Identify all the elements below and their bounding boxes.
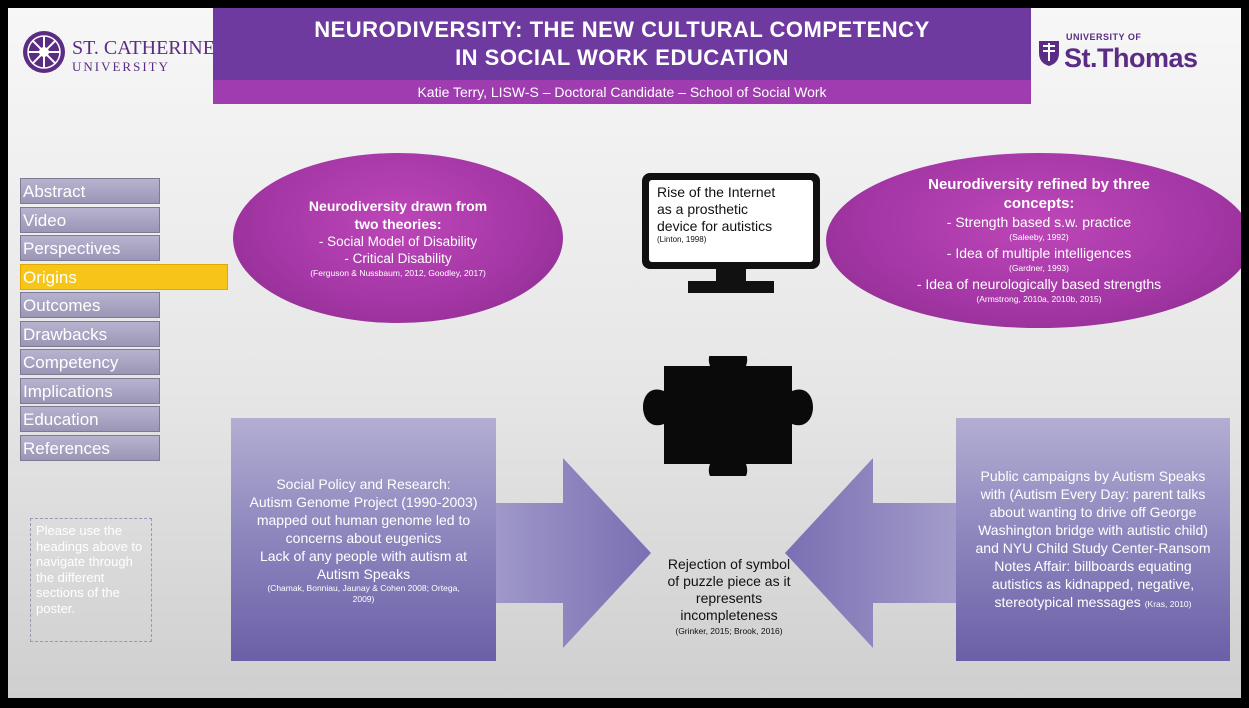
monitor-base xyxy=(688,281,774,293)
campaign-line-8-wrap: stereotypical messages (Kras, 2010) xyxy=(962,593,1224,613)
campaign-line-6: Notes Affair: billboards equating xyxy=(994,557,1192,574)
policy-line-2: Autism Genome Project (1990-2003) xyxy=(249,493,478,510)
campaign-citation: (Kras, 2010) xyxy=(1144,598,1192,609)
nav-item-perspectives[interactable]: Perspectives xyxy=(20,235,160,261)
st-catherine-name: ST. CATHERINE xyxy=(72,37,215,59)
campaign-line-8: stereotypical messages xyxy=(994,593,1141,610)
nav-item-drawbacks[interactable]: Drawbacks xyxy=(20,320,160,347)
policy-citation-1: (Chamak, Bonniau, Jaunay & Cohen 2008; O… xyxy=(267,582,460,593)
public-campaigns-box: Public campaigns by Autism Speaks with (… xyxy=(956,418,1230,661)
campaign-line-4: Washington bridge with autistic child) xyxy=(978,521,1208,538)
policy-line-3: mapped out human genome led to xyxy=(256,511,471,528)
monitor-text-2: as a prosthetic xyxy=(657,201,749,217)
policy-line-6: Autism Speaks xyxy=(316,565,411,582)
st-catherine-seal-icon xyxy=(23,31,65,73)
theory-social-model: - Social Model of Disability xyxy=(318,233,478,249)
campaign-line-2: with (Autism Every Day: parent talks xyxy=(980,485,1206,502)
nav-item-implications[interactable]: Implications xyxy=(20,377,160,404)
concepts-heading-2: concepts: xyxy=(1003,195,1075,212)
monitor-icon: Rise of the Internet as a prosthetic dev… xyxy=(642,173,820,269)
concept-neurological-strengths: - Idea of neurologically based strengths xyxy=(916,276,1162,292)
concept-multiple-intelligences: - Idea of multiple intelligences xyxy=(946,245,1132,261)
theory-critical-disability: - Critical Disability xyxy=(344,250,452,266)
poster-title-line-1: NEURODIVERSITY: THE NEW CULTURAL COMPETE… xyxy=(314,17,930,42)
nav-item-abstract[interactable]: Abstract xyxy=(20,178,160,204)
nav-item-competency[interactable]: Competency xyxy=(20,349,160,375)
campaign-line-1: Public campaigns by Autism Speaks xyxy=(980,467,1206,484)
st-catherine-logo: ST. CATHERINE UNIVERSITY xyxy=(22,30,215,76)
st-thomas-university-of: UNIVERSITY OF xyxy=(1066,32,1142,42)
policy-citation-2: 2009) xyxy=(352,593,375,604)
st-thomas-name: St.Thomas xyxy=(1064,43,1198,73)
campaign-line-7: autistics as kidnapped, negative, xyxy=(991,575,1195,592)
center-line-4: incompleteness xyxy=(680,607,778,623)
center-line-1: Rejection of symbol xyxy=(667,556,791,572)
navigation-hint: Please use the headings above to navigat… xyxy=(30,518,152,642)
theories-citation: (Ferguson & Nussbaum, 2012, Goodley, 201… xyxy=(310,267,486,278)
concepts-ellipse: Neurodiversity refined by three concepts… xyxy=(826,153,1241,328)
concept-citation-3: (Armstrong, 2010a, 2010b, 2015) xyxy=(976,294,1102,304)
monitor-neck xyxy=(716,269,746,281)
monitor-text-1: Rise of the Internet xyxy=(657,184,776,200)
nav-item-references[interactable]: References xyxy=(20,434,160,461)
center-line-3: represents xyxy=(695,590,763,606)
policy-line-5: Lack of any people with autism at xyxy=(259,547,467,564)
concept-strength-based: - Strength based s.w. practice xyxy=(946,214,1132,230)
puzzle-piece-icon xyxy=(643,356,813,476)
concept-citation-2: (Gardner, 1993) xyxy=(1008,263,1069,273)
concepts-heading-1: Neurodiversity refined by three xyxy=(928,176,1150,193)
arrow-left-icon xyxy=(785,458,963,648)
center-citation: (Grinker, 2015; Brook, 2016) xyxy=(675,626,783,636)
nav-item-education[interactable]: Education xyxy=(20,406,160,432)
monitor-citation: (Linton, 1998) xyxy=(657,235,707,244)
nav-item-origins[interactable]: Origins xyxy=(20,263,228,290)
nav-item-video[interactable]: Video xyxy=(20,206,160,233)
arrow-right-icon xyxy=(473,458,651,648)
puzzle-rejection-text: Rejection of symbol of puzzle piece as i… xyxy=(638,556,820,638)
st-catherine-university: UNIVERSITY xyxy=(72,59,170,74)
poster-canvas: ST. CATHERINE UNIVERSITY NEURODIVERSITY:… xyxy=(8,8,1241,698)
policy-line-1: Social Policy and Research: xyxy=(276,475,451,492)
concept-citation-1: (Saleeby, 1992) xyxy=(1009,232,1069,242)
campaign-line-5: and NYU Child Study Center-Ransom xyxy=(975,539,1211,556)
nav-item-outcomes[interactable]: Outcomes xyxy=(20,292,160,318)
author-bar: Katie Terry, LISW-S – Doctoral Candidate… xyxy=(213,80,1031,104)
st-thomas-shield-icon xyxy=(1039,41,1059,66)
policy-line-4: concerns about eugenics xyxy=(285,529,442,546)
monitor-screen: Rise of the Internet as a prosthetic dev… xyxy=(649,180,813,262)
monitor-text-3: device for autistics xyxy=(657,218,773,234)
theories-heading-1: Neurodiversity drawn from xyxy=(308,197,488,214)
poster-title-line-2: IN SOCIAL WORK EDUCATION xyxy=(455,45,789,70)
theories-ellipse: Neurodiversity drawn from two theories: … xyxy=(233,153,563,323)
section-nav: Abstract Video Perspectives Origins Outc… xyxy=(20,178,228,463)
social-policy-box: Social Policy and Research: Autism Genom… xyxy=(231,418,496,661)
center-line-2: of puzzle piece as it xyxy=(667,573,791,589)
campaign-line-3: about wanting to drive off George xyxy=(989,503,1197,520)
title-bar: NEURODIVERSITY: THE NEW CULTURAL COMPETE… xyxy=(213,8,1031,80)
st-thomas-logo: UNIVERSITY OF St.Thomas xyxy=(1038,24,1228,84)
internet-monitor: Rise of the Internet as a prosthetic dev… xyxy=(642,173,820,298)
theories-heading-2: two theories: xyxy=(354,215,442,232)
